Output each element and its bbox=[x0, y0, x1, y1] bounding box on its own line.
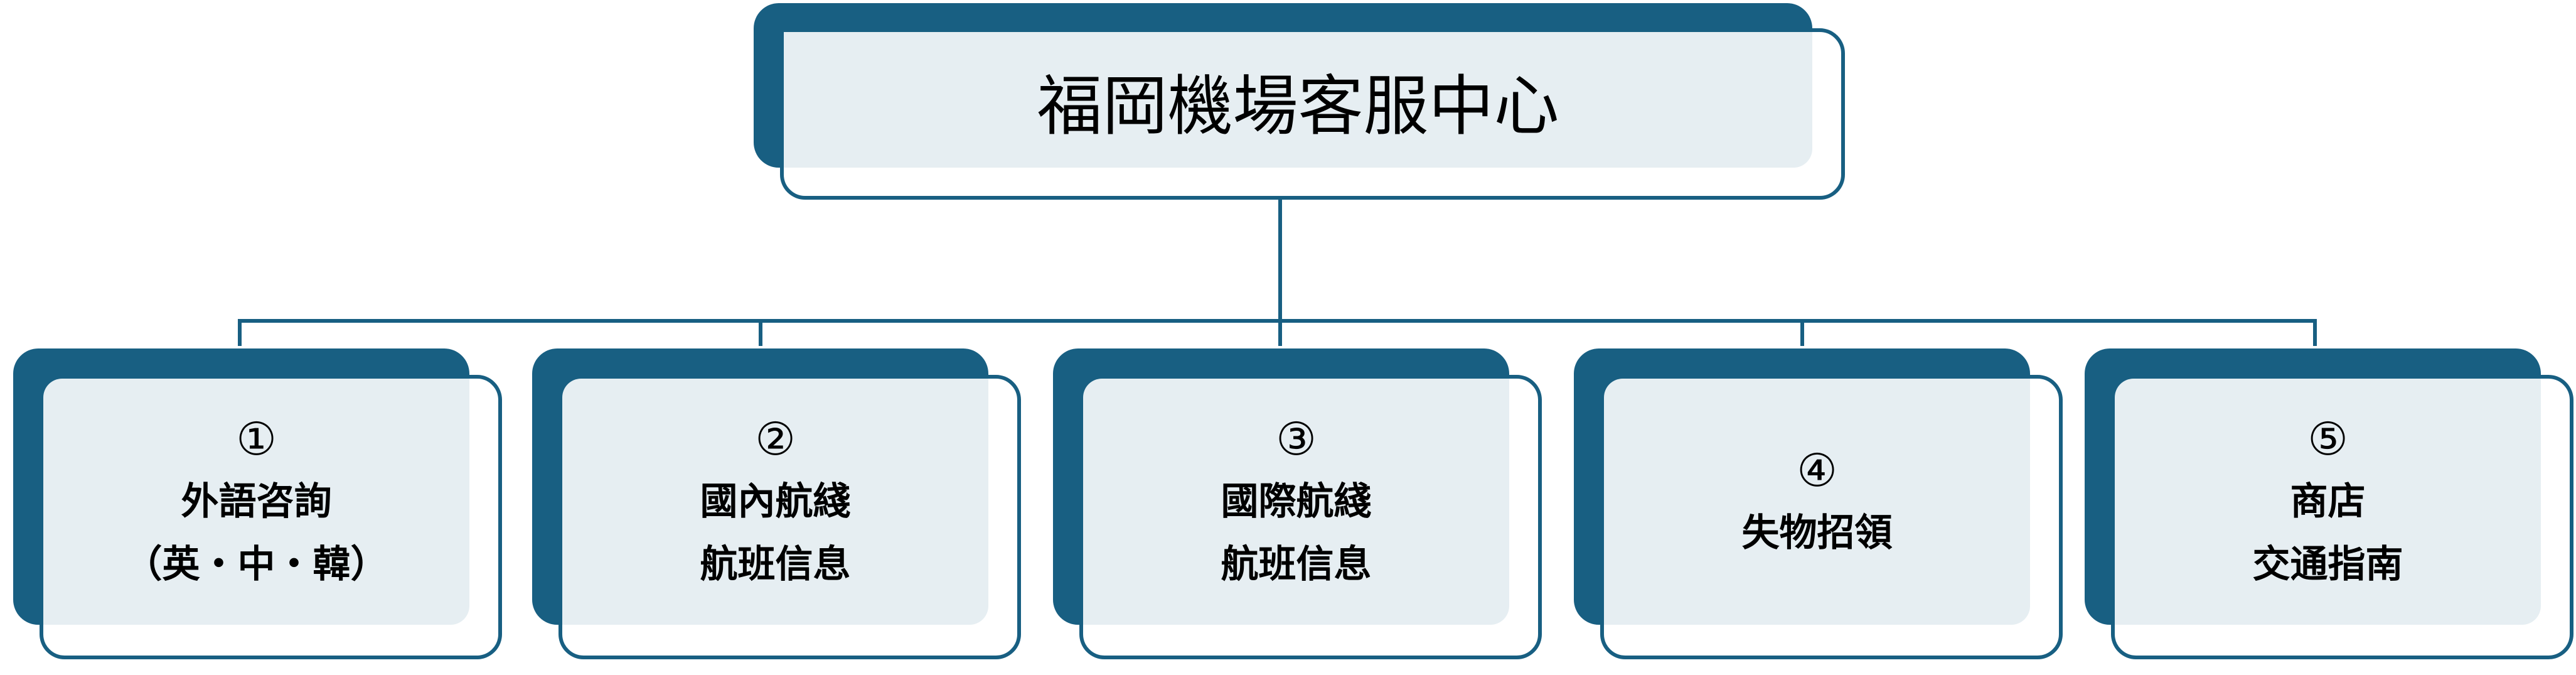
child-label-line2: 交通指南 bbox=[2252, 543, 2403, 586]
child-number: ④ bbox=[1797, 444, 1837, 497]
child-text: ① 外語咨詢 （英・中・韓） bbox=[43, 379, 469, 625]
child-text: ④ 失物招領 bbox=[1604, 379, 2030, 625]
child-text: ③ 國際航綫 航班信息 bbox=[1083, 379, 1509, 625]
horizontal-connector bbox=[238, 319, 2317, 323]
child-text: ⑤ 商店 交通指南 bbox=[2115, 379, 2541, 625]
child-number: ① bbox=[236, 413, 277, 465]
root-stem bbox=[1278, 199, 1282, 323]
child-node-fill bbox=[562, 379, 988, 625]
child-label-line2: 航班信息 bbox=[1221, 543, 1372, 586]
child-node-fill bbox=[1083, 379, 1509, 625]
child-number: ③ bbox=[1276, 413, 1317, 465]
child-stem bbox=[1800, 321, 1804, 346]
child-stem bbox=[238, 321, 242, 346]
child-number: ② bbox=[755, 413, 796, 465]
child-label-line1: 國際航綫 bbox=[1221, 480, 1372, 524]
child-stem bbox=[2313, 321, 2317, 346]
child-node-fill bbox=[2115, 379, 2541, 625]
child-label-line2: 航班信息 bbox=[700, 543, 851, 586]
child-label-line1: 國內航綫 bbox=[700, 480, 851, 524]
root-title: 福岡機場客服中心 bbox=[1037, 67, 1559, 144]
child-label-line1: 商店 bbox=[2290, 480, 2366, 524]
child-number: ⑤ bbox=[2307, 413, 2348, 465]
child-node-fill bbox=[1604, 379, 2030, 625]
child-label-line2: （英・中・韓） bbox=[124, 543, 388, 586]
child-text: ② 國內航綫 航班信息 bbox=[562, 379, 988, 625]
child-label-line1: 失物招領 bbox=[1741, 511, 1893, 555]
child-label-line1: 外語咨詢 bbox=[181, 480, 332, 524]
child-stem bbox=[759, 321, 762, 346]
child-node-fill bbox=[43, 379, 469, 625]
child-stem bbox=[1278, 321, 1282, 346]
root-node-fill bbox=[784, 32, 1812, 168]
